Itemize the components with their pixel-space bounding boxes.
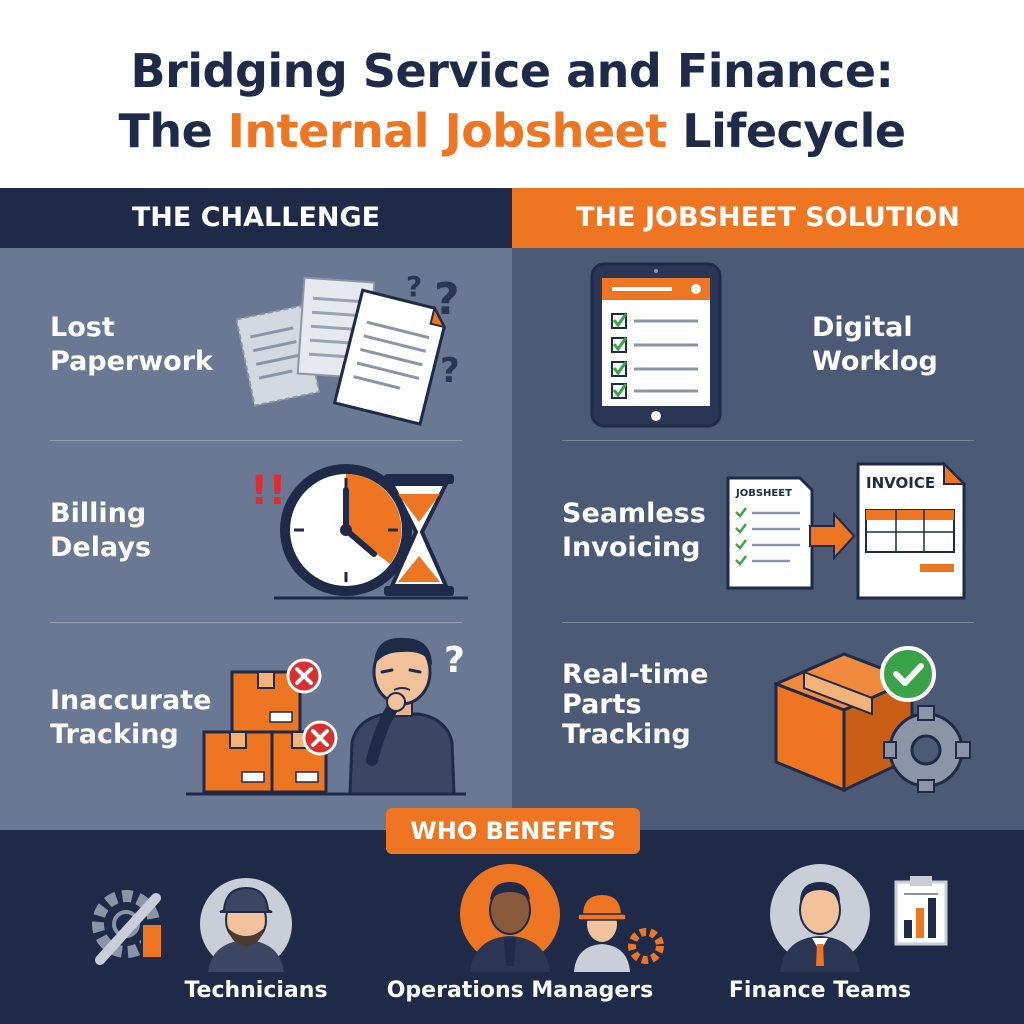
question-marks-icon: ? ? ? — [406, 270, 460, 391]
challenge-item-line: Lost — [50, 312, 115, 343]
jobsheet-document-icon: JOBSHEET — [726, 476, 814, 590]
title-line-1: Bridging Service and Finance: — [130, 44, 894, 98]
title-area: Bridging Service and Finance: The Intern… — [0, 0, 1024, 188]
solution-divider-1 — [562, 440, 974, 441]
title-prefix: The — [118, 104, 228, 158]
challenge-divider-2 — [50, 622, 462, 623]
technicians-illustration — [92, 878, 292, 972]
seamless-invoicing-illustration: JOBSHEET INVOICE — [726, 461, 967, 600]
technician-avatar — [200, 878, 292, 972]
solution-divider-2 — [562, 622, 974, 623]
benefits-header: WHO BENEFITS — [386, 808, 640, 854]
hourglass-icon — [384, 474, 454, 596]
svg-text:?: ? — [440, 351, 460, 391]
gear-icon — [883, 705, 971, 793]
solution-header: THE JOBSHEET SOLUTION — [512, 188, 1024, 248]
wrench-gear-icon — [92, 890, 163, 965]
boxes-icon — [202, 670, 328, 794]
challenge-item-line: Delays — [50, 532, 152, 563]
svg-text:?: ? — [406, 270, 422, 303]
confused-person-icon — [348, 637, 456, 796]
solution-item-line: Seamless — [562, 498, 706, 529]
parcel-box-icon — [774, 652, 916, 793]
billing-delays-illustration: !! — [250, 464, 468, 600]
challenge-item-inaccurate-tracking: Inaccurate Tracking — [50, 684, 211, 752]
challenge-item-line: Tracking — [50, 719, 179, 750]
checklist-icon — [611, 313, 698, 399]
arrow-right-icon — [809, 511, 856, 561]
challenge-header: THE CHALLENGE — [0, 188, 512, 248]
role-technicians: Technicians — [184, 978, 328, 1003]
parts-tracking-illustration — [774, 646, 971, 793]
solution-item-line: Invoicing — [562, 532, 701, 563]
title-line-2: The Internal Jobsheet Lifecycle — [0, 104, 1024, 158]
challenge-divider-1 — [50, 440, 462, 441]
solution-item-line: Digital — [812, 312, 913, 343]
jobsheet-label: JOBSHEET — [735, 488, 792, 499]
title-suffix: Lifecycle — [666, 104, 906, 158]
paper-stack-icon — [236, 276, 447, 426]
solution-item-line: Parts — [562, 689, 642, 720]
manager-avatar — [460, 864, 560, 972]
invoice-document-icon: INVOICE — [856, 461, 967, 600]
lost-paperwork-illustration: ? ? ? — [236, 270, 460, 426]
solution-item-line: Real-time — [562, 659, 709, 690]
challenge-item-billing-delays: Billing Delays — [50, 497, 151, 565]
role-operations-managers: Operations Managers — [386, 978, 654, 1003]
digital-worklog-illustration — [590, 262, 722, 428]
worker-hardhat-icon — [574, 892, 630, 972]
gear-icon — [628, 928, 664, 964]
check-badge-icon — [880, 646, 936, 702]
finance-avatar — [770, 864, 870, 972]
invoice-label: INVOICE — [866, 474, 935, 492]
solution-item-digital-worklog: Digital Worklog — [812, 311, 938, 379]
error-x-icon — [302, 720, 338, 756]
tablet-icon — [590, 262, 722, 428]
error-x-icon — [286, 658, 322, 694]
challenge-item-lost-paperwork: Lost Paperwork — [50, 311, 213, 379]
solution-item-seamless-invoicing: Seamless Invoicing — [562, 497, 706, 565]
report-chart-icon — [894, 876, 948, 946]
solution-item-parts-tracking: Real-time Parts Tracking — [562, 660, 708, 750]
solution-item-line: Tracking — [562, 719, 691, 750]
role-finance-teams: Finance Teams — [728, 978, 912, 1003]
challenge-item-line: Paperwork — [50, 346, 214, 377]
svg-text:!!: !! — [250, 468, 286, 514]
clock-icon — [280, 464, 412, 596]
challenge-item-line: Inaccurate — [50, 685, 212, 716]
operations-managers-illustration — [460, 864, 664, 972]
title-accent: Internal Jobsheet — [227, 104, 667, 158]
solution-item-line: Worklog — [812, 346, 938, 377]
inaccurate-tracking-illustration: ? — [186, 637, 466, 796]
finance-teams-illustration — [770, 864, 948, 972]
svg-text:?: ? — [434, 274, 460, 325]
question-mark-icon: ? — [444, 640, 465, 681]
exclamation-icon: !! — [250, 468, 286, 514]
challenge-item-line: Billing — [50, 498, 147, 529]
